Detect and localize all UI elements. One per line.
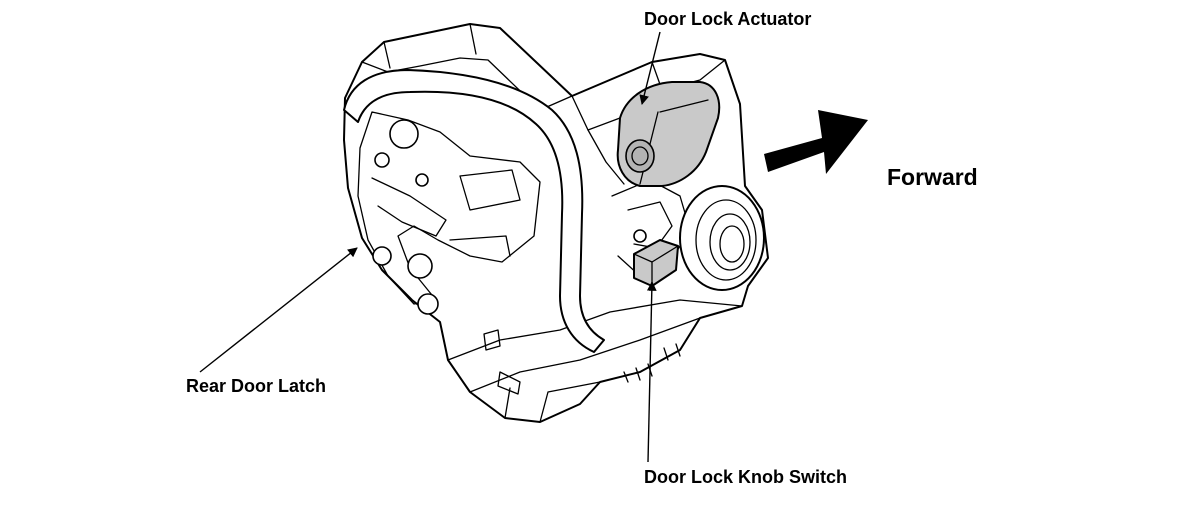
forward-arrow-icon [764,110,868,174]
door-lock-knob-switch-part [633,239,679,287]
door-lock-actuator-part [616,81,721,187]
label-door-lock-knob-switch: Door Lock Knob Switch [644,467,848,487]
knob-boss [679,185,765,291]
leader-actuator [639,31,661,105]
label-forward: Forward [887,164,978,190]
leader-knob-switch [646,281,657,463]
label-rear-door-latch: Rear Door Latch [186,376,327,396]
label-door-lock-actuator: Door Lock Actuator [644,9,812,29]
leader-latch [199,247,358,373]
latch-rod [343,69,605,353]
fork-plate [357,111,541,305]
